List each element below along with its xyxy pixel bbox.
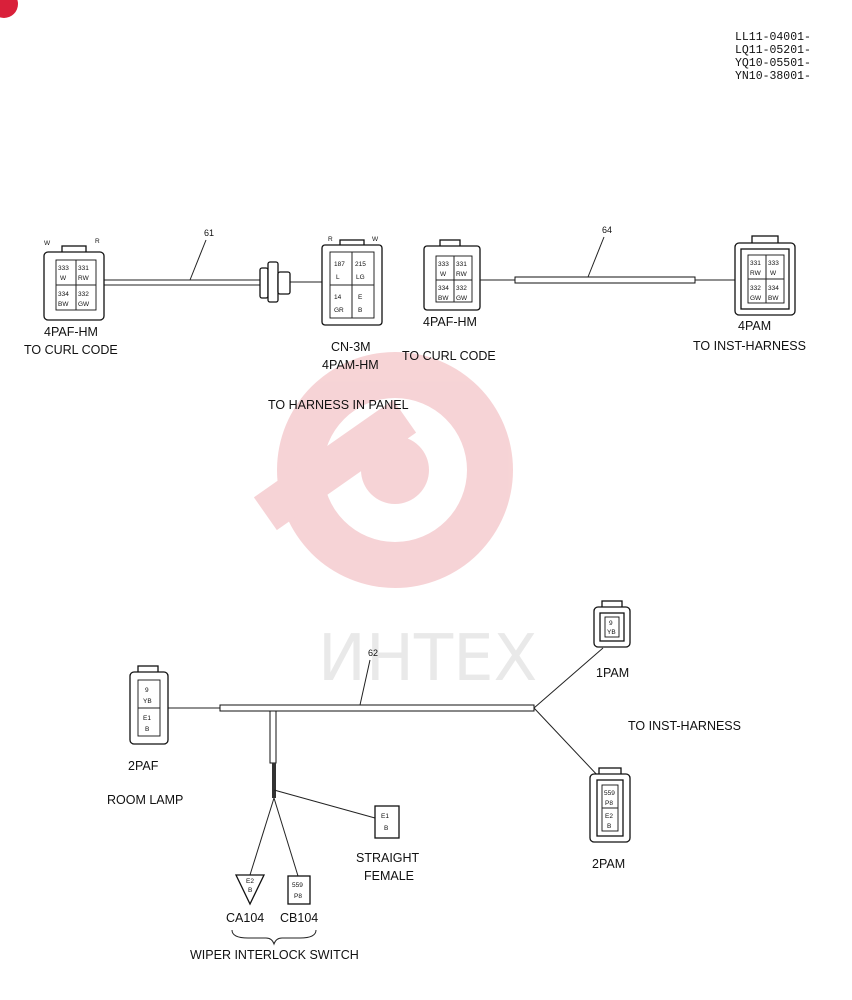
svg-text:W: W bbox=[60, 275, 67, 282]
grommet bbox=[259, 261, 291, 303]
svg-text:BW: BW bbox=[58, 301, 69, 308]
svg-text:9: 9 bbox=[145, 687, 149, 694]
straight-line1: STRAIGHT bbox=[356, 851, 420, 865]
connector-4paf-hm-left: W R 333 W 331 RW 334 BW 332 GW bbox=[43, 238, 105, 321]
svg-text:333: 333 bbox=[438, 261, 449, 268]
svg-text:RW: RW bbox=[78, 275, 90, 282]
svg-text:B: B bbox=[248, 887, 252, 894]
inst-label: TO INST-HARNESS bbox=[628, 719, 741, 733]
c2-name: CN-3M bbox=[331, 340, 371, 354]
connector-4pam: 331 RW 333 W 332 GW 334 BW bbox=[734, 235, 796, 316]
svg-text:332: 332 bbox=[78, 291, 89, 298]
wire-61-label: 61 bbox=[204, 228, 214, 238]
c3-sub: TO CURL CODE bbox=[402, 349, 496, 363]
straight-line2: FEMALE bbox=[364, 869, 414, 883]
svg-text:GW: GW bbox=[456, 295, 468, 302]
svg-text:P8: P8 bbox=[605, 800, 613, 807]
connector-cb104: 559 P8 bbox=[287, 875, 311, 905]
c2pam-name: 2PAM bbox=[592, 857, 625, 871]
svg-text:559: 559 bbox=[604, 790, 615, 797]
c1-name: 4PAF-HM bbox=[44, 325, 98, 339]
wiper-label: WIPER INTERLOCK SWITCH bbox=[190, 948, 359, 962]
wire-64: 64 bbox=[480, 225, 735, 284]
cb104-name: CB104 bbox=[280, 911, 318, 925]
svg-text:333: 333 bbox=[768, 260, 779, 267]
watermark-logo-icon bbox=[253, 352, 513, 588]
c2paf-name: 2PAF bbox=[128, 759, 159, 773]
svg-text:B: B bbox=[358, 307, 362, 314]
svg-text:GW: GW bbox=[78, 301, 90, 308]
svg-text:P8: P8 bbox=[294, 893, 302, 900]
c1pam-name: 1PAM bbox=[596, 666, 629, 680]
svg-text:BW: BW bbox=[438, 295, 449, 302]
c1-sub: TO CURL CODE bbox=[24, 343, 118, 357]
svg-text:YB: YB bbox=[143, 698, 152, 705]
svg-text:331: 331 bbox=[750, 260, 761, 267]
model-codes: LL11-04001- LQ11-05201- YQ10-05501- YN10… bbox=[735, 31, 811, 83]
svg-text:334: 334 bbox=[768, 285, 779, 292]
svg-text:E2: E2 bbox=[605, 813, 613, 820]
model-code-2: LQ11-05201- bbox=[735, 44, 811, 57]
svg-text:R: R bbox=[95, 238, 100, 245]
svg-text:LG: LG bbox=[356, 274, 365, 281]
c2-sub: 4PAM-HM bbox=[322, 358, 379, 372]
wire-61: 61 bbox=[104, 228, 322, 286]
svg-text:E: E bbox=[358, 294, 363, 301]
connector-straight-female: E1 B bbox=[374, 805, 400, 839]
svg-text:215: 215 bbox=[355, 261, 366, 268]
connector-2pam: 559 P8 E2 B bbox=[589, 767, 631, 843]
svg-text:BW: BW bbox=[768, 295, 779, 302]
model-code-3: YQ10-05501- bbox=[735, 57, 811, 70]
panel-label: TO HARNESS IN PANEL bbox=[268, 398, 409, 412]
svg-text:GW: GW bbox=[750, 295, 762, 302]
wire-62: 62 bbox=[168, 647, 604, 877]
svg-text:W: W bbox=[372, 236, 379, 243]
svg-text:RW: RW bbox=[750, 270, 762, 277]
svg-text:9: 9 bbox=[609, 620, 613, 627]
c4-sub: TO INST-HARNESS bbox=[693, 339, 806, 353]
c4-name: 4PAM bbox=[738, 319, 771, 333]
connector-cn-3m: R W 187 L 215 LG 14 GR E B bbox=[321, 236, 383, 326]
svg-text:187: 187 bbox=[334, 261, 345, 268]
wire-64-label: 64 bbox=[602, 225, 612, 235]
ca104-name: CA104 bbox=[226, 911, 264, 925]
corner-badge bbox=[0, 0, 18, 18]
svg-text:GR: GR bbox=[334, 307, 344, 314]
watermark-text: ИНТЕХ bbox=[318, 622, 537, 696]
c2paf-sub: ROOM LAMP bbox=[107, 793, 183, 807]
svg-text:W: W bbox=[770, 270, 777, 277]
svg-text:E1: E1 bbox=[143, 715, 151, 722]
svg-text:RW: RW bbox=[456, 271, 468, 278]
svg-text:14: 14 bbox=[334, 294, 342, 301]
svg-text:332: 332 bbox=[456, 285, 467, 292]
model-code-1: LL11-04001- bbox=[735, 31, 811, 44]
svg-text:559: 559 bbox=[292, 882, 303, 889]
wiper-brace bbox=[231, 929, 317, 946]
svg-text:333: 333 bbox=[58, 265, 69, 272]
svg-text:334: 334 bbox=[438, 285, 449, 292]
svg-text:L: L bbox=[336, 274, 340, 281]
svg-text:B: B bbox=[384, 825, 388, 832]
model-code-4: YN10-38001- bbox=[735, 70, 811, 83]
connector-ca104: E2 B bbox=[234, 874, 266, 906]
svg-text:E2: E2 bbox=[246, 878, 254, 885]
svg-text:YB: YB bbox=[607, 629, 616, 636]
connector-1pam: 9 YB bbox=[593, 600, 631, 648]
svg-text:334: 334 bbox=[58, 291, 69, 298]
c3-name: 4PAF-HM bbox=[423, 315, 477, 329]
svg-text:332: 332 bbox=[750, 285, 761, 292]
svg-text:331: 331 bbox=[456, 261, 467, 268]
svg-text:B: B bbox=[145, 726, 149, 733]
svg-text:B: B bbox=[607, 823, 611, 830]
wire-62-label: 62 bbox=[368, 648, 378, 658]
svg-text:R: R bbox=[328, 236, 333, 243]
svg-text:E1: E1 bbox=[381, 813, 389, 820]
svg-text:W: W bbox=[440, 271, 447, 278]
svg-text:W: W bbox=[44, 240, 51, 247]
svg-text:331: 331 bbox=[78, 265, 89, 272]
connector-2paf: 9 YB E1 B bbox=[129, 665, 169, 745]
connector-4paf-hm-right: 333 W 331 RW 334 BW 332 GW bbox=[423, 239, 481, 311]
